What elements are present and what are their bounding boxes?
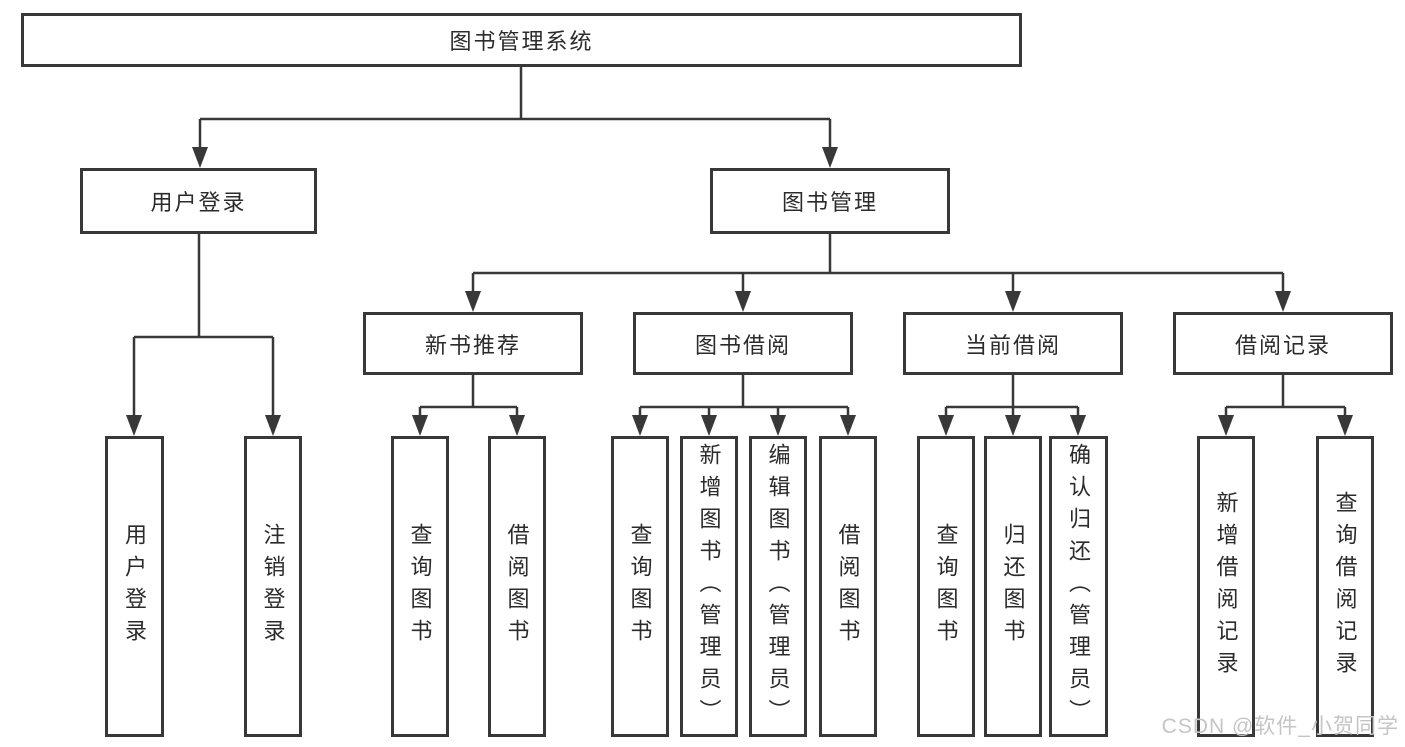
leaf-bb-edit-books-admin: 编辑图书（管理员）: [749, 436, 807, 737]
node-current-borrow-label: 当前借阅: [964, 332, 1061, 358]
node-book-borrow: 图书借阅: [633, 312, 853, 375]
node-user-login-label: 用户登录: [150, 190, 247, 215]
leaf-cb-query-books: 查询图书: [917, 436, 975, 737]
node-book-management: 图书管理: [710, 168, 950, 234]
leaf-br-add-record: 新增借阅记录: [1197, 436, 1255, 737]
node-new-book-recommend: 新书推荐: [363, 312, 583, 375]
leaf-bb-query-books-label: 查询图书: [627, 522, 653, 651]
node-book-management-label: 图书管理: [781, 190, 878, 215]
leaf-bb-borrow-books-label: 借阅图书: [835, 522, 861, 651]
node-root-label: 图书管理系统: [449, 29, 594, 54]
node-new-book-recommend-label: 新书推荐: [424, 332, 521, 358]
node-root: 图书管理系统: [21, 13, 1022, 67]
csdn-watermark: CSDN @软件_小贺同学: [1161, 715, 1399, 738]
leaf-logout: 注销登录: [244, 436, 302, 737]
node-borrow-records: 借阅记录: [1173, 312, 1393, 375]
leaf-cb-query-books-label: 查询图书: [933, 522, 959, 651]
leaf-bb-borrow-books: 借阅图书: [819, 436, 877, 737]
leaf-cb-confirm-return-admin-label: 确认归还（管理员）: [1066, 442, 1092, 731]
node-current-borrow: 当前借阅: [903, 312, 1123, 375]
leaf-br-add-record-label: 新增借阅记录: [1213, 490, 1239, 683]
leaf-user-login-label: 用户登录: [122, 522, 148, 651]
node-user-login: 用户登录: [80, 168, 317, 234]
leaf-bb-add-books-admin: 新增图书（管理员）: [680, 436, 738, 737]
arrowheads: [126, 147, 1353, 436]
leaf-cb-return-books-label: 归还图书: [1000, 522, 1026, 651]
leaf-logout-label: 注销登录: [260, 522, 286, 651]
leaf-nb-query-books-label: 查询图书: [407, 522, 433, 651]
node-book-borrow-label: 图书借阅: [694, 332, 791, 358]
leaf-nb-borrow-books-label: 借阅图书: [504, 522, 530, 651]
node-borrow-records-label: 借阅记录: [1234, 332, 1331, 358]
leaf-br-query-record-label: 查询借阅记录: [1332, 490, 1358, 683]
leaf-bb-edit-books-admin-label: 编辑图书（管理员）: [765, 442, 791, 731]
leaf-cb-return-books: 归还图书: [984, 436, 1042, 737]
leaf-nb-query-books: 查询图书: [391, 436, 449, 737]
leaf-bb-add-books-admin-label: 新增图书（管理员）: [696, 442, 722, 731]
leaf-br-query-record: 查询借阅记录: [1316, 436, 1374, 737]
leaf-user-login: 用户登录: [105, 436, 164, 737]
leaf-nb-borrow-books: 借阅图书: [488, 436, 546, 737]
leaf-bb-query-books: 查询图书: [611, 436, 669, 737]
leaf-cb-confirm-return-admin: 确认归还（管理员）: [1049, 436, 1108, 737]
